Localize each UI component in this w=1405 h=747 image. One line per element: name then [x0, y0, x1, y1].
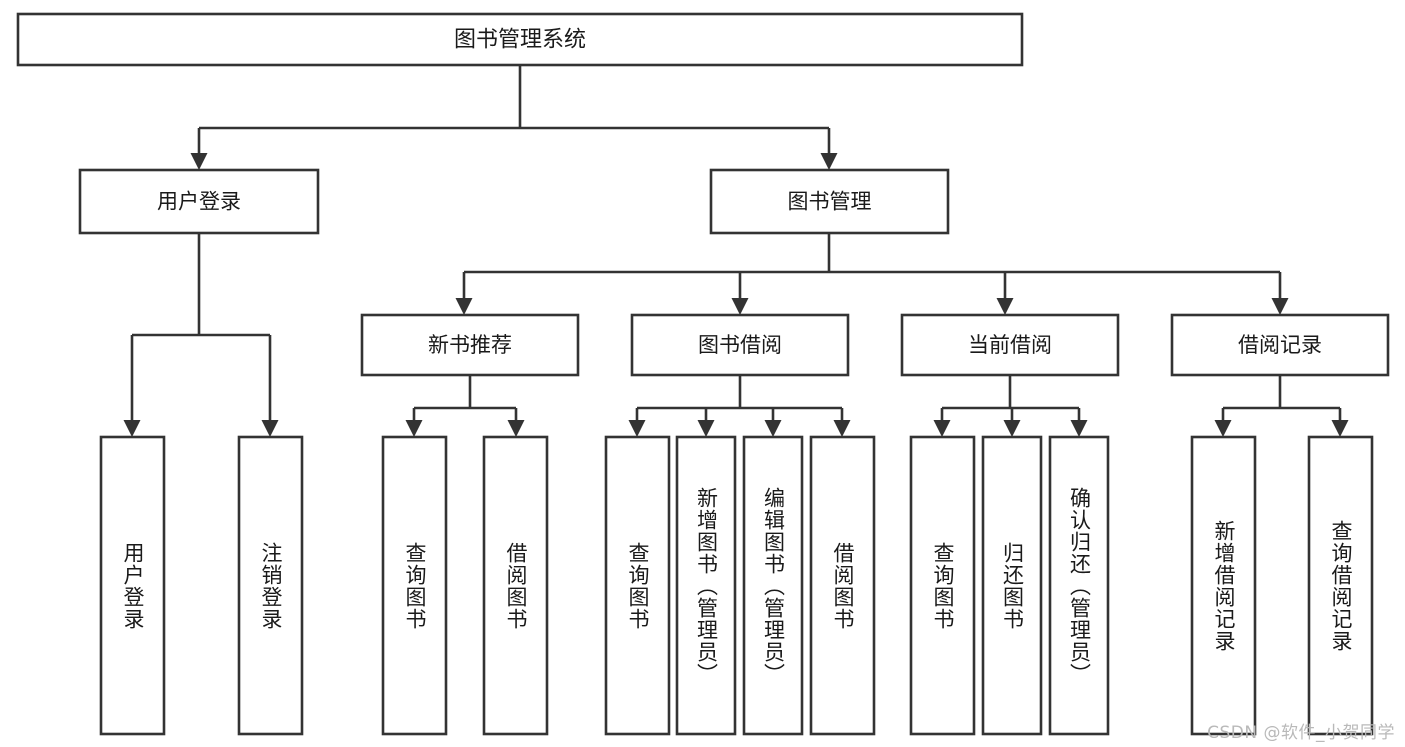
level2-drop-0-arrowhead	[455, 298, 473, 315]
node-n-new-book-rec[interactable]: 新书推荐	[360, 313, 580, 377]
node-leaf-return-book[interactable]	[981, 435, 1043, 736]
node-leaf-edit-book[interactable]	[742, 435, 804, 736]
group-2-drop-2-arrowhead	[1070, 420, 1088, 437]
group-1-drop-2-arrowhead	[764, 420, 782, 437]
node-n-root-label: 图书管理系统	[454, 28, 586, 53]
node-leaf-query-book-current-box[interactable]	[909, 435, 976, 736]
user-login-drop-1-arrowhead	[261, 420, 279, 437]
node-n-root-box[interactable]	[16, 12, 1024, 67]
node-leaf-borrow-book[interactable]	[809, 435, 876, 736]
node-leaf-query-book-rec[interactable]	[381, 435, 448, 736]
node-n-book-borrow[interactable]: 图书借阅	[630, 313, 850, 377]
node-leaf-add-borrow-record[interactable]	[1190, 435, 1257, 736]
node-n-book-manage-box[interactable]	[709, 168, 950, 235]
node-leaf-query-book-borrow[interactable]	[604, 435, 671, 736]
level2-drop-3-arrowhead	[1271, 298, 1289, 315]
user-login-drop-0-arrowhead	[123, 420, 141, 437]
watermark-text: CSDN @软件_小贺同学	[1207, 723, 1395, 743]
node-leaf-add-book[interactable]	[675, 435, 737, 736]
node-n-borrow-record-box[interactable]	[1170, 313, 1390, 377]
node-n-user-login[interactable]: 用户登录	[78, 168, 320, 235]
node-leaf-borrow-book-box[interactable]	[809, 435, 876, 736]
group-1-drop-1-arrowhead	[697, 420, 715, 437]
node-n-user-login-box[interactable]	[78, 168, 320, 235]
node-n-book-borrow-label: 图书借阅	[698, 333, 782, 357]
node-leaf-query-borrow-record-box[interactable]	[1307, 435, 1374, 736]
node-n-book-manage-label: 图书管理	[788, 190, 872, 214]
level1-drop-0-arrowhead	[190, 153, 208, 170]
group-0-drop-1-arrowhead	[507, 420, 525, 437]
node-n-borrow-record-label: 借阅记录	[1238, 333, 1322, 357]
node-n-current-borrow-box[interactable]	[900, 313, 1120, 377]
node-leaf-query-book-borrow-box[interactable]	[604, 435, 671, 736]
node-leaf-query-borrow-record[interactable]	[1307, 435, 1374, 736]
node-leaf-add-borrow-record-box[interactable]	[1190, 435, 1257, 736]
node-n-user-login-label: 用户登录	[157, 190, 241, 214]
node-leaf-confirm-return[interactable]	[1048, 435, 1110, 736]
connector-layer	[123, 65, 1349, 437]
node-leaf-borrow-book-rec-box[interactable]	[482, 435, 549, 736]
node-leaf-add-book-box[interactable]	[675, 435, 737, 736]
node-n-new-book-rec-label: 新书推荐	[428, 333, 512, 357]
group-0-drop-0-arrowhead	[405, 420, 423, 437]
group-3-drop-0-arrowhead	[1214, 420, 1232, 437]
node-n-root[interactable]: 图书管理系统	[16, 12, 1024, 67]
node-leaf-query-book-current[interactable]	[909, 435, 976, 736]
node-leaf-logout-box[interactable]	[237, 435, 304, 736]
node-leaf-borrow-book-rec[interactable]	[482, 435, 549, 736]
node-n-book-borrow-box[interactable]	[630, 313, 850, 377]
node-n-current-borrow[interactable]: 当前借阅	[900, 313, 1120, 377]
group-1-drop-3-arrowhead	[833, 420, 851, 437]
node-leaf-edit-book-box[interactable]	[742, 435, 804, 736]
node-leaf-logout[interactable]	[237, 435, 304, 736]
level2-drop-1-arrowhead	[731, 298, 749, 315]
group-3-drop-1-arrowhead	[1331, 420, 1349, 437]
group-1-drop-0-arrowhead	[628, 420, 646, 437]
level1-drop-1-arrowhead	[820, 153, 838, 170]
group-2-drop-0-arrowhead	[933, 420, 951, 437]
node-leaf-query-book-rec-box[interactable]	[381, 435, 448, 736]
node-n-book-manage[interactable]: 图书管理	[709, 168, 950, 235]
node-leaf-user-login-box[interactable]	[99, 435, 166, 736]
group-2-drop-1-arrowhead	[1003, 420, 1021, 437]
node-n-current-borrow-label: 当前借阅	[968, 333, 1052, 357]
node-leaf-user-login[interactable]	[99, 435, 166, 736]
level2-drop-2-arrowhead	[996, 298, 1014, 315]
node-n-borrow-record[interactable]: 借阅记录	[1170, 313, 1390, 377]
node-n-new-book-rec-box[interactable]	[360, 313, 580, 377]
node-leaf-return-book-box[interactable]	[981, 435, 1043, 736]
node-leaf-confirm-return-box[interactable]	[1048, 435, 1110, 736]
